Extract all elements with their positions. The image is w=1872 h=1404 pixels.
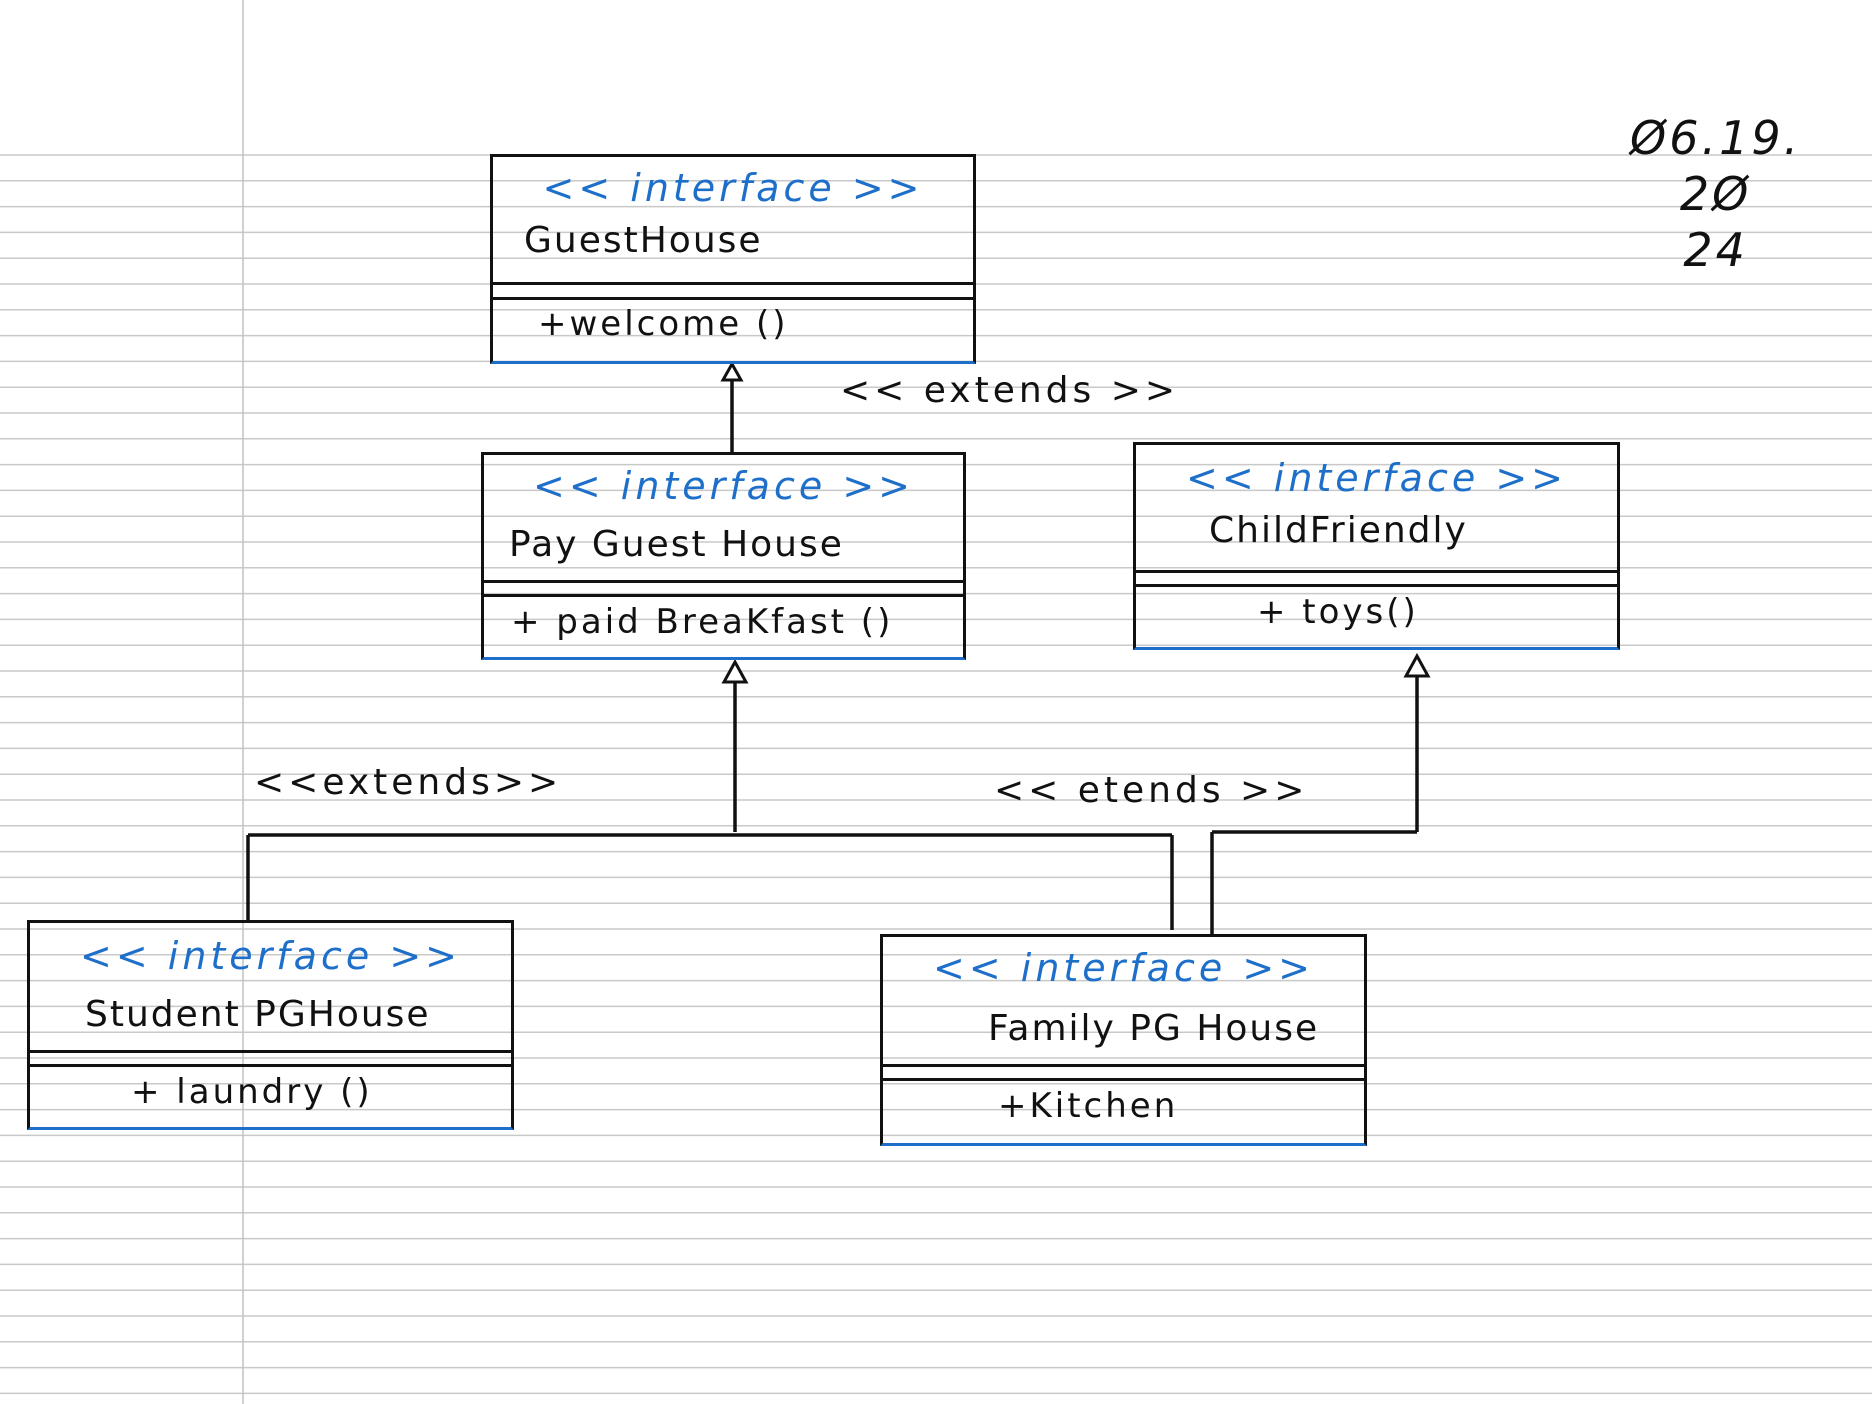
ruled-lines [0,154,1872,1395]
separator-line [27,1064,514,1067]
relation-label-extends-left: <<extends>> [254,762,563,803]
class-name: Student PGHouse [85,994,431,1035]
class-name: ChildFriendly [1209,510,1468,551]
class-box-guest-house[interactable]: << interface >> GuestHouse +welcome () [490,154,976,364]
box-border [880,934,1367,1146]
class-name: Pay Guest House [509,524,844,565]
date-note: Ø6.19. 2Ø 24 [1630,110,1801,278]
method-label: + toys() [1257,592,1419,632]
separator-line [1133,584,1620,587]
separator-line [481,580,966,583]
inheritance-arrowhead-payguest [721,658,749,684]
date-note-line: 2Ø [1679,167,1752,221]
class-name: Family PG House [988,1008,1320,1049]
method-label: +Kitchen [998,1086,1179,1126]
stereotype-label: << interface >> [1186,456,1567,500]
class-name: GuestHouse [524,220,763,261]
class-box-child-friendly[interactable]: << interface >> ChildFriendly + toys() [1133,442,1620,650]
separator-line [880,1078,1367,1081]
box-border [490,154,976,364]
method-label: + laundry () [131,1072,373,1112]
separator-line [490,297,976,300]
inheritance-arrowhead-child [1403,652,1431,678]
date-note-line: Ø6.19. [1630,111,1802,165]
method-label: + paid BreaKfast () [511,602,894,642]
stereotype-label: << interface >> [80,934,461,978]
stereotype-label: << interface >> [533,464,914,508]
method-label: +welcome () [538,304,789,344]
box-border [27,920,514,1130]
box-border [481,452,966,660]
relation-label-extends-top: << extends >> [840,370,1180,411]
separator-line [1133,570,1620,573]
connectors [246,360,1431,934]
inheritance-arrowhead-guest [720,360,744,382]
separator-line [490,282,976,285]
stereotype-label: << interface >> [933,946,1314,990]
relation-label-extends-right: << etends >> [994,770,1309,811]
date-note-line: 24 [1683,223,1748,277]
class-box-pay-guest-house[interactable]: << interface >> Pay Guest House + paid B… [481,452,966,660]
separator-line [880,1064,1367,1067]
class-box-student-pg-house[interactable]: << interface >> Student PGHouse + laundr… [27,920,514,1130]
separator-line [481,594,966,597]
separator-line [27,1050,514,1053]
stereotype-label: << interface >> [542,166,924,210]
box-border [1133,442,1620,650]
class-box-family-pg-house[interactable]: << interface >> Family PG House +Kitchen [880,934,1367,1146]
